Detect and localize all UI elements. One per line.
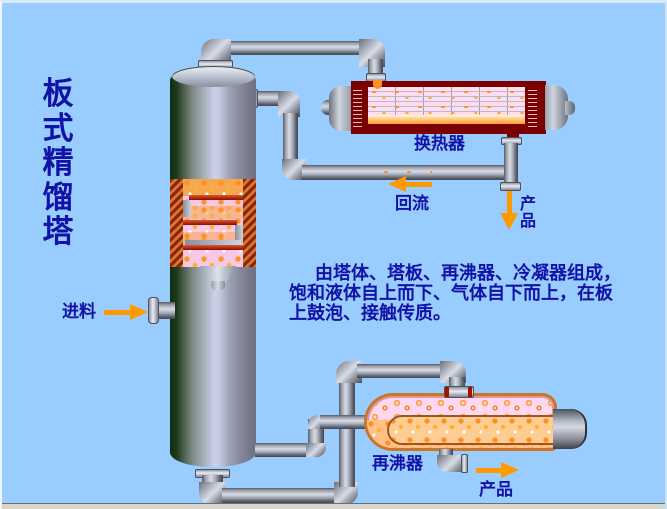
- liquid-collector-funnel: [200, 266, 236, 283]
- bottom-pipe: [222, 488, 342, 503]
- drain-end-flange: [461, 454, 468, 473]
- description-line: 饱和液体自上而下、气体自下而上，在板: [289, 283, 613, 304]
- product-bottom-arrow-head-icon: [501, 462, 519, 478]
- pipe-elbow: [437, 455, 466, 472]
- condenser-left-cap: [329, 86, 354, 131]
- description-text: 由塔体、塔板、再沸器、冷凝器组成， 饱和液体自上而下、气体自下而上，在板 上鼓泡…: [289, 264, 639, 324]
- flange-post: [445, 387, 449, 397]
- product-pipe-top: [504, 143, 518, 185]
- reflux-label: 回流: [395, 194, 429, 214]
- flange-post: [468, 387, 472, 397]
- column-bottom-flange: [195, 469, 230, 478]
- tray-section-interior: [183, 179, 243, 267]
- feed-flange: [148, 297, 159, 324]
- bottom-strip: [2, 503, 665, 509]
- title-char: 馏: [42, 179, 74, 216]
- reboiler-feed-pipe-lower: [255, 443, 319, 457]
- pipe-elbow: [278, 91, 300, 117]
- froth-top: [183, 179, 243, 196]
- downcomer-2: [235, 225, 243, 242]
- reboiler-shell: [364, 393, 557, 451]
- pipe-elbow: [199, 482, 226, 505]
- reboiler-right-head: [553, 409, 587, 449]
- reflux-arrow-icon: [405, 182, 432, 187]
- title-char: 板: [42, 76, 74, 112]
- reflux-return-stub: [252, 91, 284, 106]
- product-pipe-end-flange: [500, 182, 521, 191]
- condenser-inlet-flange: [366, 73, 386, 82]
- reboiler-feed-pipe-upper: [320, 415, 378, 429]
- condensate-layer: [368, 115, 525, 124]
- tray-3: [183, 245, 243, 250]
- product-bottom-arrow-icon: [476, 468, 503, 473]
- reflux-riser-pipe: [283, 113, 298, 165]
- pipe-elbow: [334, 482, 358, 505]
- feed-label: 进料: [62, 302, 96, 322]
- riser-pipe: [339, 377, 355, 487]
- reboiler-label: 再沸器: [372, 454, 423, 474]
- vapor-return-pipe: [357, 364, 449, 378]
- funnel-tip: [211, 281, 225, 290]
- froth-tray1: [183, 206, 243, 219]
- column-wall-cutaway-left: [170, 179, 183, 267]
- condenser-inlet-pipe: [368, 59, 383, 77]
- title-char: 式: [42, 110, 74, 147]
- inlet-drip: [373, 80, 382, 89]
- title-char: 塔: [42, 214, 74, 250]
- page-title: 板 式 精 馏 塔: [38, 77, 78, 250]
- product-top-arrow-icon: [507, 191, 512, 215]
- overhead-vapor-pipe: [216, 41, 372, 55]
- title-char: 精: [42, 145, 74, 181]
- pipe-elbow: [306, 443, 326, 457]
- reboiler-u-tube: [387, 415, 554, 445]
- tray-2: [183, 220, 237, 225]
- column-top-flange: [198, 60, 233, 69]
- tray-1: [189, 195, 243, 200]
- pipe-elbow: [336, 361, 362, 383]
- condenser-shell: [368, 81, 525, 134]
- condenser-tube-area: [368, 87, 525, 124]
- reflux-flow-indicator: [380, 167, 432, 177]
- feed-nozzle: [157, 302, 175, 319]
- heat-exchanger-label: 换热器: [414, 134, 465, 154]
- condenser-outlet-flange: [501, 137, 522, 145]
- downcomer-1: [183, 200, 191, 217]
- column-dome: [172, 66, 255, 87]
- condenser-left-tubesheet: [351, 81, 368, 134]
- description-line: 由塔体、塔板、再沸器、冷凝器组成，: [315, 263, 621, 284]
- downcomer-apron: [185, 240, 241, 245]
- product-top-label: 产 品: [520, 194, 537, 230]
- reflux-arrow-head-icon: [388, 176, 406, 192]
- condenser-outlet-stub: [507, 131, 519, 140]
- feed-arrow-icon: [104, 310, 132, 315]
- reboiler-top-flange: [444, 386, 474, 398]
- condenser-right-stub: [565, 101, 575, 115]
- feed-arrow-head-icon: [130, 304, 148, 320]
- product-top-arrow-head-icon: [500, 213, 518, 230]
- condenser-right-tubesheet: [525, 81, 546, 134]
- pipe-elbow: [282, 159, 306, 180]
- product-bottom-label: 产品: [479, 480, 513, 500]
- column-wall-cutaway-right: [243, 179, 256, 267]
- condenser-right-cap: [545, 85, 568, 130]
- description-line: 上鼓泡、接触传质。: [289, 303, 451, 324]
